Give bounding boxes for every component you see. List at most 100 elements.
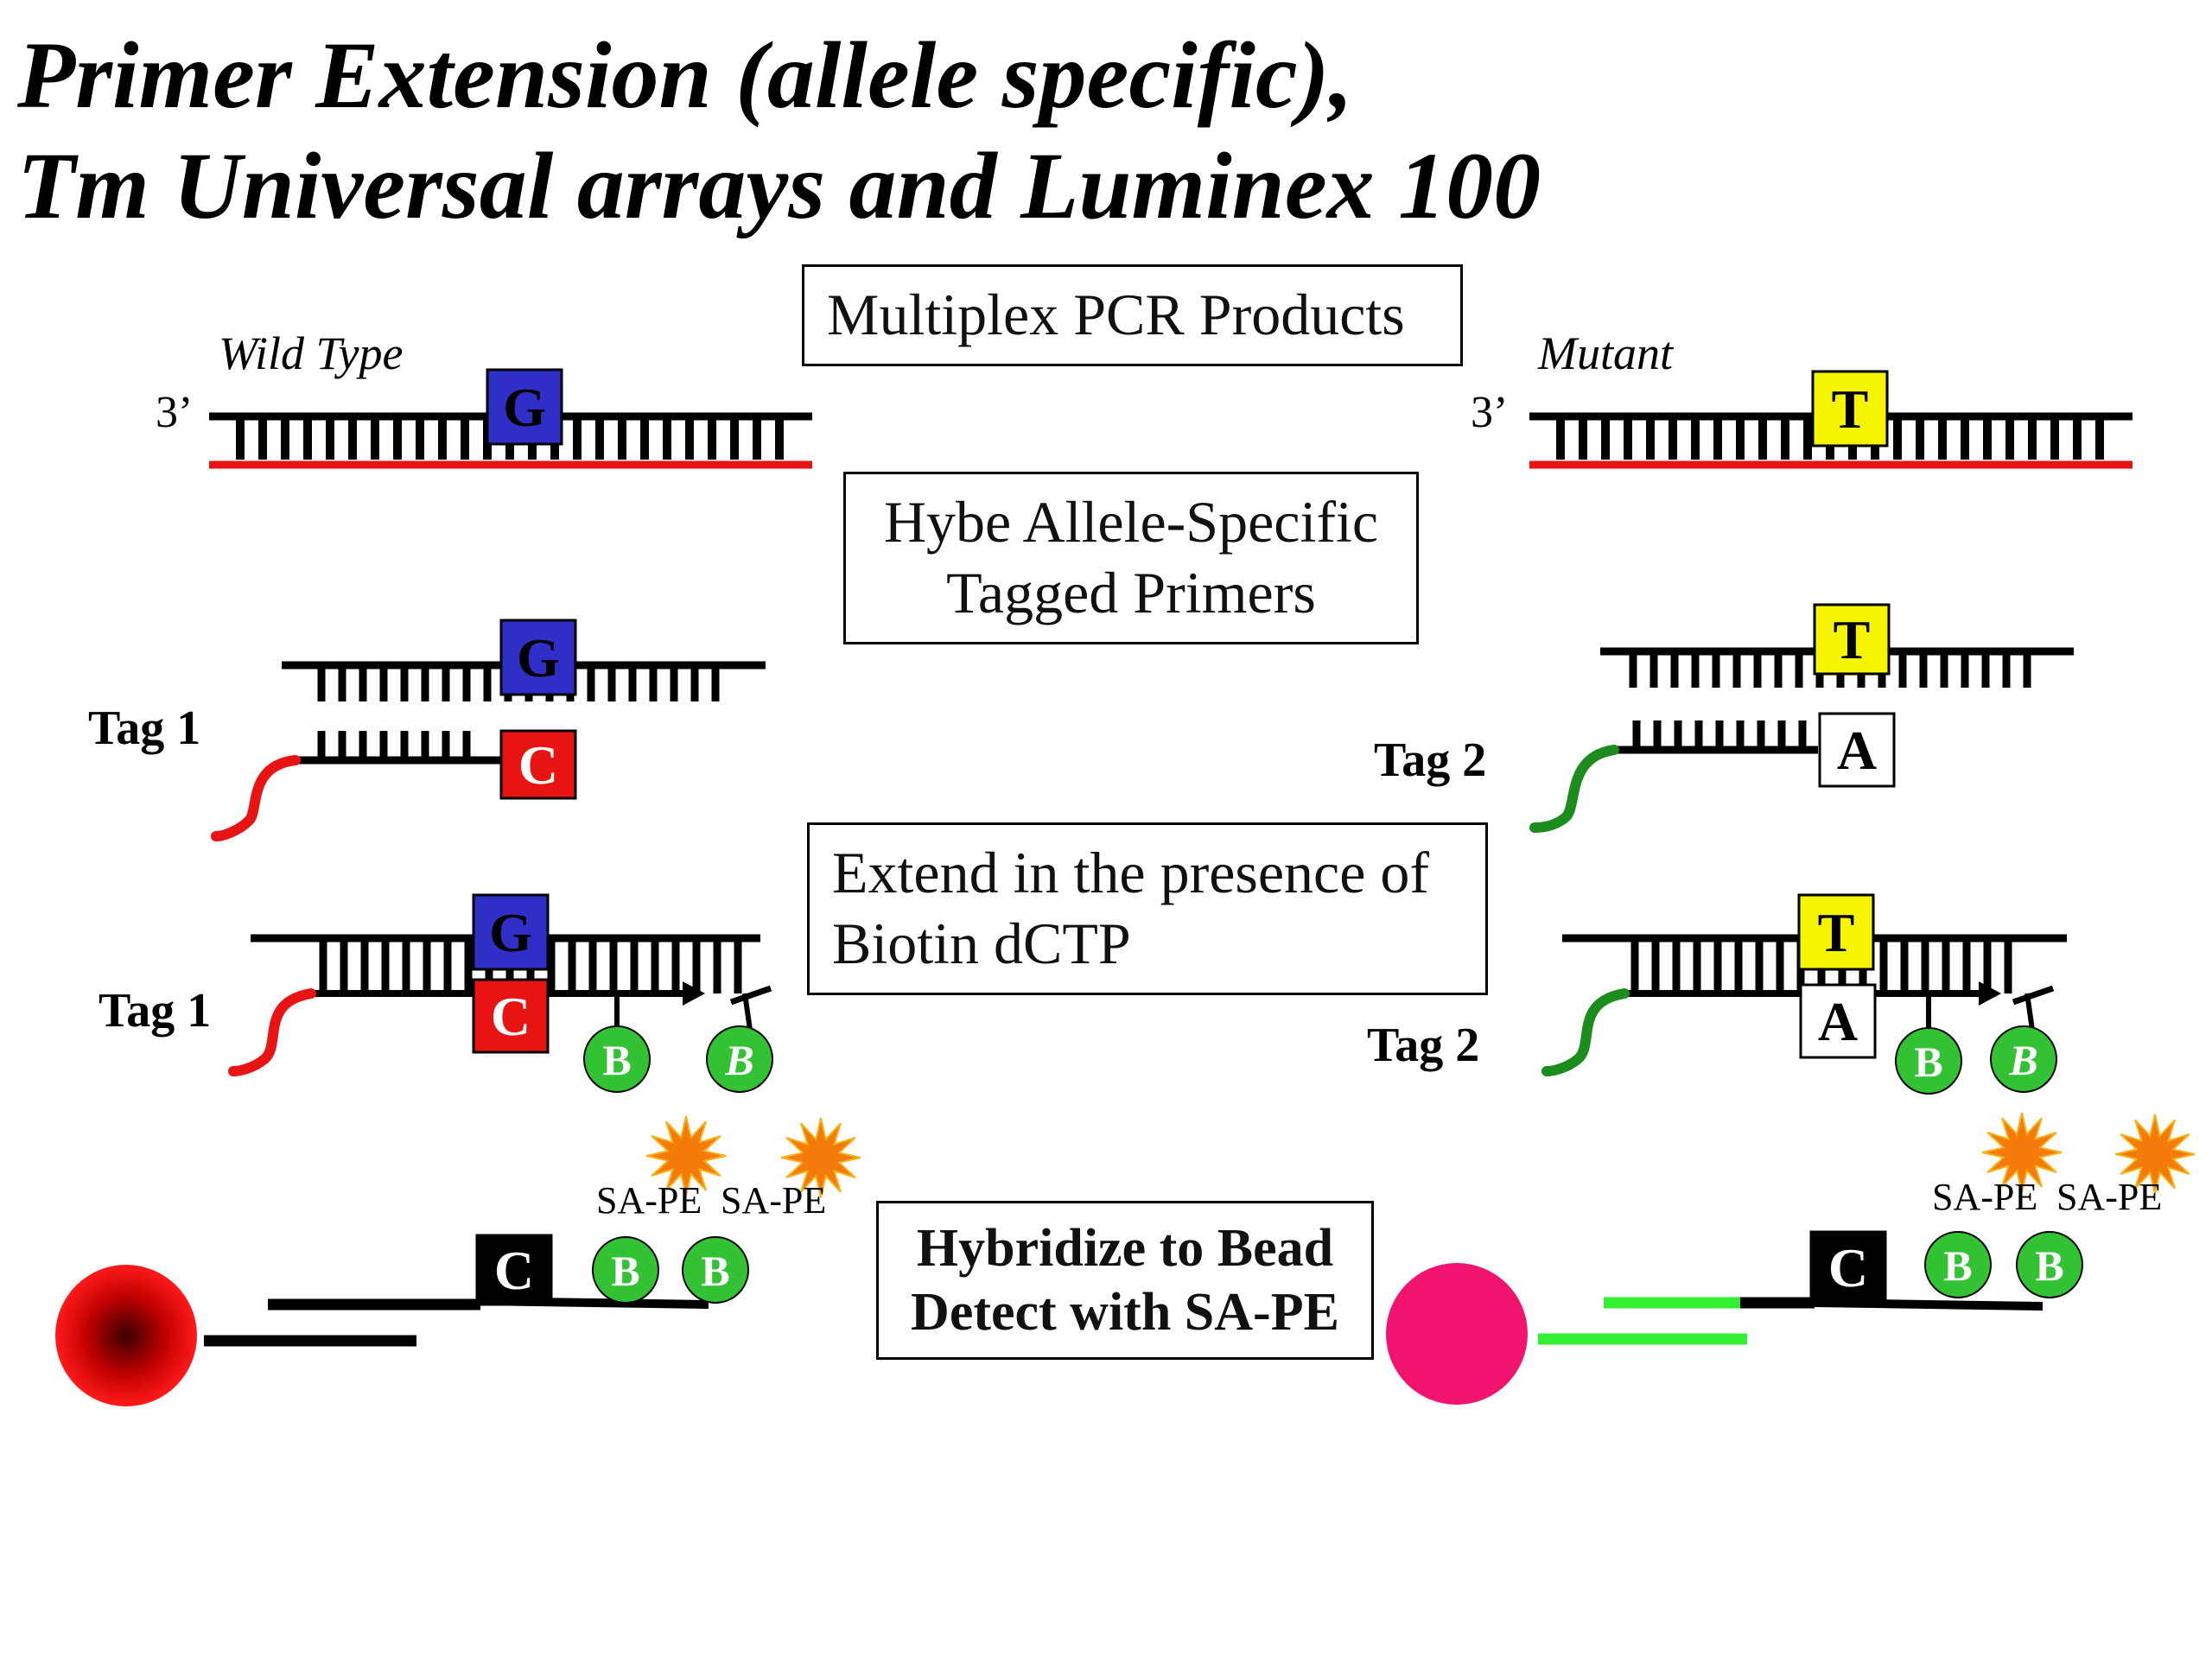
mutant-extend-biotin-2: B: [1990, 1025, 2057, 1093]
bead-2-biotin-2: B: [2016, 1231, 2083, 1298]
bead-2-biotin-2-letter: B: [2035, 1241, 2063, 1290]
wild-hybe-rungs-upper: [317, 665, 720, 701]
wild-extend-biotin-2-circle: [706, 1025, 773, 1093]
mutant-extend-biotin-2-circle: [1990, 1025, 2057, 1093]
mutant-extend-base-a-letter: A: [1818, 991, 1858, 1052]
step-box-multiplex-pcr: Multiplex PCR Products: [802, 264, 1463, 366]
mutant-extend-biotin-1: B: [1895, 1027, 1962, 1095]
wild-block-mark: [729, 985, 772, 1006]
bead-2-base-c: C: [1809, 1230, 1887, 1304]
tag-1-tail-hybe: [211, 755, 301, 841]
bead-2-biotin-2-circle: [2016, 1231, 2083, 1298]
mutant-hybe-base-t-box: [1813, 603, 1891, 676]
wild-type-label: Wild Type: [219, 327, 404, 379]
step-box-hybe-primers: Hybe Allele-Specific Tagged Primers: [843, 472, 1419, 644]
mutant-extend-biotin-2-letter: B: [2008, 1036, 2037, 1084]
title-line-1: Primer Extension (allele specific),: [17, 22, 1353, 128]
mutant-hybe-base-a: A: [1818, 712, 1896, 788]
wild-base-g: G: [486, 368, 563, 446]
step-text: Extend in the presence of: [832, 840, 1430, 906]
bead-1-base-c-box: [475, 1234, 553, 1306]
step-text: Tagged Primers: [946, 560, 1316, 625]
mutant-extend-base-t-box: [1797, 893, 1875, 971]
wild-hybe-base-c-box: [499, 729, 577, 800]
mutant-base-t-box: [1811, 370, 1889, 447]
step-box-hybridize-bead: Hybridize to Bead Detect with SA-PE: [876, 1201, 1374, 1360]
wild-extend-base-c-box: [472, 978, 550, 1054]
mutant-extend-biotin-1-circle: [1895, 1027, 1962, 1095]
bead-2-base-c-letter: C: [1828, 1237, 1868, 1298]
bead-2-biotin-1: B: [1924, 1231, 1992, 1298]
step-text: Multiplex PCR Products: [827, 282, 1405, 348]
wild-hybe-rungs-lower: [317, 731, 471, 757]
mutant-extend-base-a-box: [1799, 983, 1877, 1059]
step-text: Hybridize to Bead: [916, 1218, 1334, 1278]
tag-2-tail-extend: [1541, 988, 1630, 1076]
mutant-base-t: T: [1811, 370, 1889, 447]
mutant-extend-biotin-1-letter: B: [1914, 1038, 1942, 1086]
wild-extend-biotin-2: B: [706, 1025, 773, 1093]
bead-2-biotin-1-circle: [1924, 1231, 1992, 1298]
mutant-block-mark: [2012, 985, 2055, 1006]
luminex-bead-1: [55, 1265, 197, 1406]
tag-1-tail-extend: [228, 988, 316, 1076]
tag-1-label-hybe: Tag 1: [88, 701, 201, 755]
bead-2-base-c-box: [1809, 1230, 1887, 1304]
mutant-extend-base-a: A: [1799, 983, 1877, 1059]
tag-1-label-extend: Tag 1: [99, 984, 212, 1038]
step-text: Biotin dCTP: [832, 911, 1131, 976]
mutant-extend-base-t: T: [1797, 893, 1875, 971]
mutant-hybe-base-t: T: [1813, 603, 1891, 676]
wild-hybe-base-g-letter: G: [517, 627, 560, 689]
wild-extend-arrowhead: [683, 981, 705, 1006]
wild-three-prime-label: 3’: [156, 388, 194, 437]
mutant-hybe-base-a-letter: A: [1837, 720, 1877, 781]
wild-extend-biotin-2-letter: B: [724, 1036, 753, 1084]
bead-1-biotin-1: B: [592, 1236, 659, 1304]
tag-2-label-extend: Tag 2: [1367, 1019, 1480, 1072]
mutant-extend-base-t-letter: T: [1818, 902, 1855, 963]
bead-2-sape-star-1: [1981, 1112, 2063, 1193]
tag-2-label-hybe: Tag 2: [1374, 733, 1487, 787]
wild-extend-biotin-1: B: [583, 1025, 651, 1093]
sape-label-wild-1: SA-PE: [596, 1179, 702, 1222]
mutant-extend-arrowhead: [1979, 981, 2001, 1006]
bead-1-sape-star-1: [645, 1115, 727, 1196]
wild-extend-biotin-1-letter: B: [602, 1036, 631, 1084]
bead-2-sape-star-2: [2114, 1114, 2196, 1195]
mutant-hybe-rungs-lower: [1632, 720, 1807, 746]
bead-1-biotin-1-letter: B: [611, 1247, 639, 1295]
bead-1-biotin-2-circle: [682, 1236, 749, 1304]
wild-base-g-letter: G: [503, 377, 546, 438]
bead-1-biotin-1-circle: [592, 1236, 659, 1304]
luminex-bead-2: [1386, 1263, 1528, 1405]
mutant-hybe-rungs-upper: [1629, 651, 2031, 688]
bead-1-base-c-letter: C: [494, 1240, 534, 1301]
bead-2-biotin-1-letter: B: [1943, 1241, 1972, 1290]
title-line-2: Tm Universal arrays and Luminex 100: [17, 133, 1541, 238]
mutant-hybe-base-t-letter: T: [1834, 609, 1871, 670]
wild-extend-biotin-1-circle: [583, 1025, 651, 1093]
sape-label-mutant-1: SA-PE: [1932, 1176, 2038, 1218]
sape-label-wild-2: SA-PE: [721, 1179, 827, 1222]
mutant-hybe-base-a-box: [1818, 712, 1896, 788]
mutant-label: Mutant: [1538, 327, 1673, 379]
wild-hybe-base-c: C: [499, 729, 577, 800]
wild-extend-base-g: G: [472, 893, 550, 971]
bead-1-sape-star-2: [780, 1117, 861, 1198]
wild-base-g-box: [486, 368, 563, 446]
mutant-three-prime-label: 3’: [1471, 388, 1509, 437]
wild-extend-base-g-letter: G: [489, 902, 532, 963]
bead-1-base-c: C: [475, 1234, 553, 1306]
wild-extend-base-c: C: [472, 978, 550, 1054]
bead-1-biotin-2-letter: B: [701, 1247, 729, 1295]
bead-1-biotin-2: B: [682, 1236, 749, 1304]
sape-label-mutant-2: SA-PE: [2056, 1176, 2163, 1218]
step-box-extend-biotin: Extend in the presence of Biotin dCTP: [807, 822, 1488, 995]
wild-hybe-base-g-box: [499, 619, 577, 696]
step-text: Hybe Allele-Specific: [883, 489, 1379, 555]
wild-extend-base-g-box: [472, 893, 550, 971]
step-text: Detect with SA-PE: [911, 1283, 1339, 1342]
